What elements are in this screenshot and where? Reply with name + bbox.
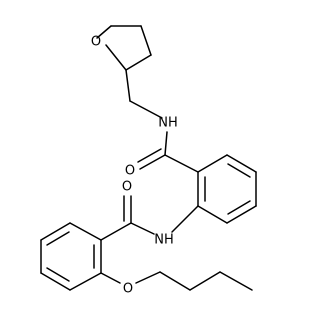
bond: [171, 205, 199, 233]
bond: [197, 205, 228, 224]
bond: [100, 222, 132, 241]
ring-oxygen-label: O: [91, 35, 101, 50]
bond: [135, 271, 161, 284]
bond: [140, 25, 152, 56]
bond: [125, 54, 152, 71]
bond: [219, 271, 253, 291]
bond: [164, 154, 199, 173]
bond: [100, 272, 121, 284]
bond: [226, 154, 257, 173]
upper-carbonyl-oxygen-label: O: [125, 164, 135, 179]
bond: [40, 272, 71, 291]
bond: [226, 205, 257, 224]
bond: [137, 148, 162, 163]
bond: [69, 222, 102, 241]
bond: [227, 163, 251, 178]
atom-labels: O NH O O NH O: [91, 35, 178, 297]
bond: [105, 44, 127, 71]
bond: [69, 272, 102, 291]
bond: [159, 271, 191, 291]
bond: [130, 222, 155, 235]
bond: [125, 69, 131, 102]
bond: [139, 154, 166, 170]
bond: [40, 222, 71, 241]
bond: [96, 25, 112, 39]
bond: [197, 154, 228, 173]
bond-lines: [40, 25, 257, 291]
bond: [46, 231, 70, 246]
ether-oxygen-label: O: [123, 282, 133, 297]
lower-amide-nitrogen-label: NH: [154, 233, 174, 248]
bond: [46, 267, 70, 282]
chemical-structure: O NH O O NH O: [40, 25, 257, 297]
bond: [164, 131, 168, 156]
bond: [227, 200, 251, 215]
upper-amide-nitrogen-label: NH: [158, 116, 178, 131]
lower-carbonyl-oxygen-label: O: [122, 180, 132, 195]
bond: [189, 271, 221, 291]
bond: [129, 100, 163, 119]
